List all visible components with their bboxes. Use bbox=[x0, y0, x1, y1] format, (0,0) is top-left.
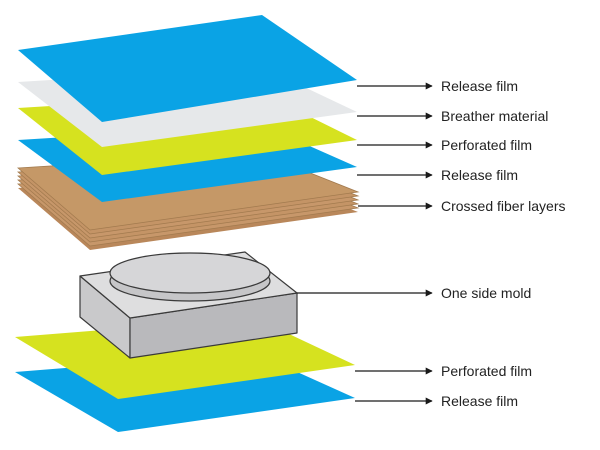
one-side-mold bbox=[79, 251, 298, 359]
label-release-film-1: Release film bbox=[441, 78, 519, 94]
label-perforated-film-1: Perforated film bbox=[441, 137, 533, 153]
mold-dome-top bbox=[109, 252, 271, 294]
label-breather-material: Breather material bbox=[441, 108, 549, 124]
label-crossed-fiber-layers: Crossed fiber layers bbox=[441, 198, 566, 214]
label-one-side-mold: One side mold bbox=[441, 285, 532, 301]
release-film-1-layer bbox=[18, 15, 357, 122]
label-perforated-film-2: Perforated film bbox=[441, 363, 533, 379]
label-release-film-3: Release film bbox=[441, 393, 519, 409]
perforated-film-bottom-layer bbox=[15, 318, 355, 399]
label-release-film-2: Release film bbox=[441, 167, 519, 183]
leader-arrows bbox=[297, 82, 433, 405]
